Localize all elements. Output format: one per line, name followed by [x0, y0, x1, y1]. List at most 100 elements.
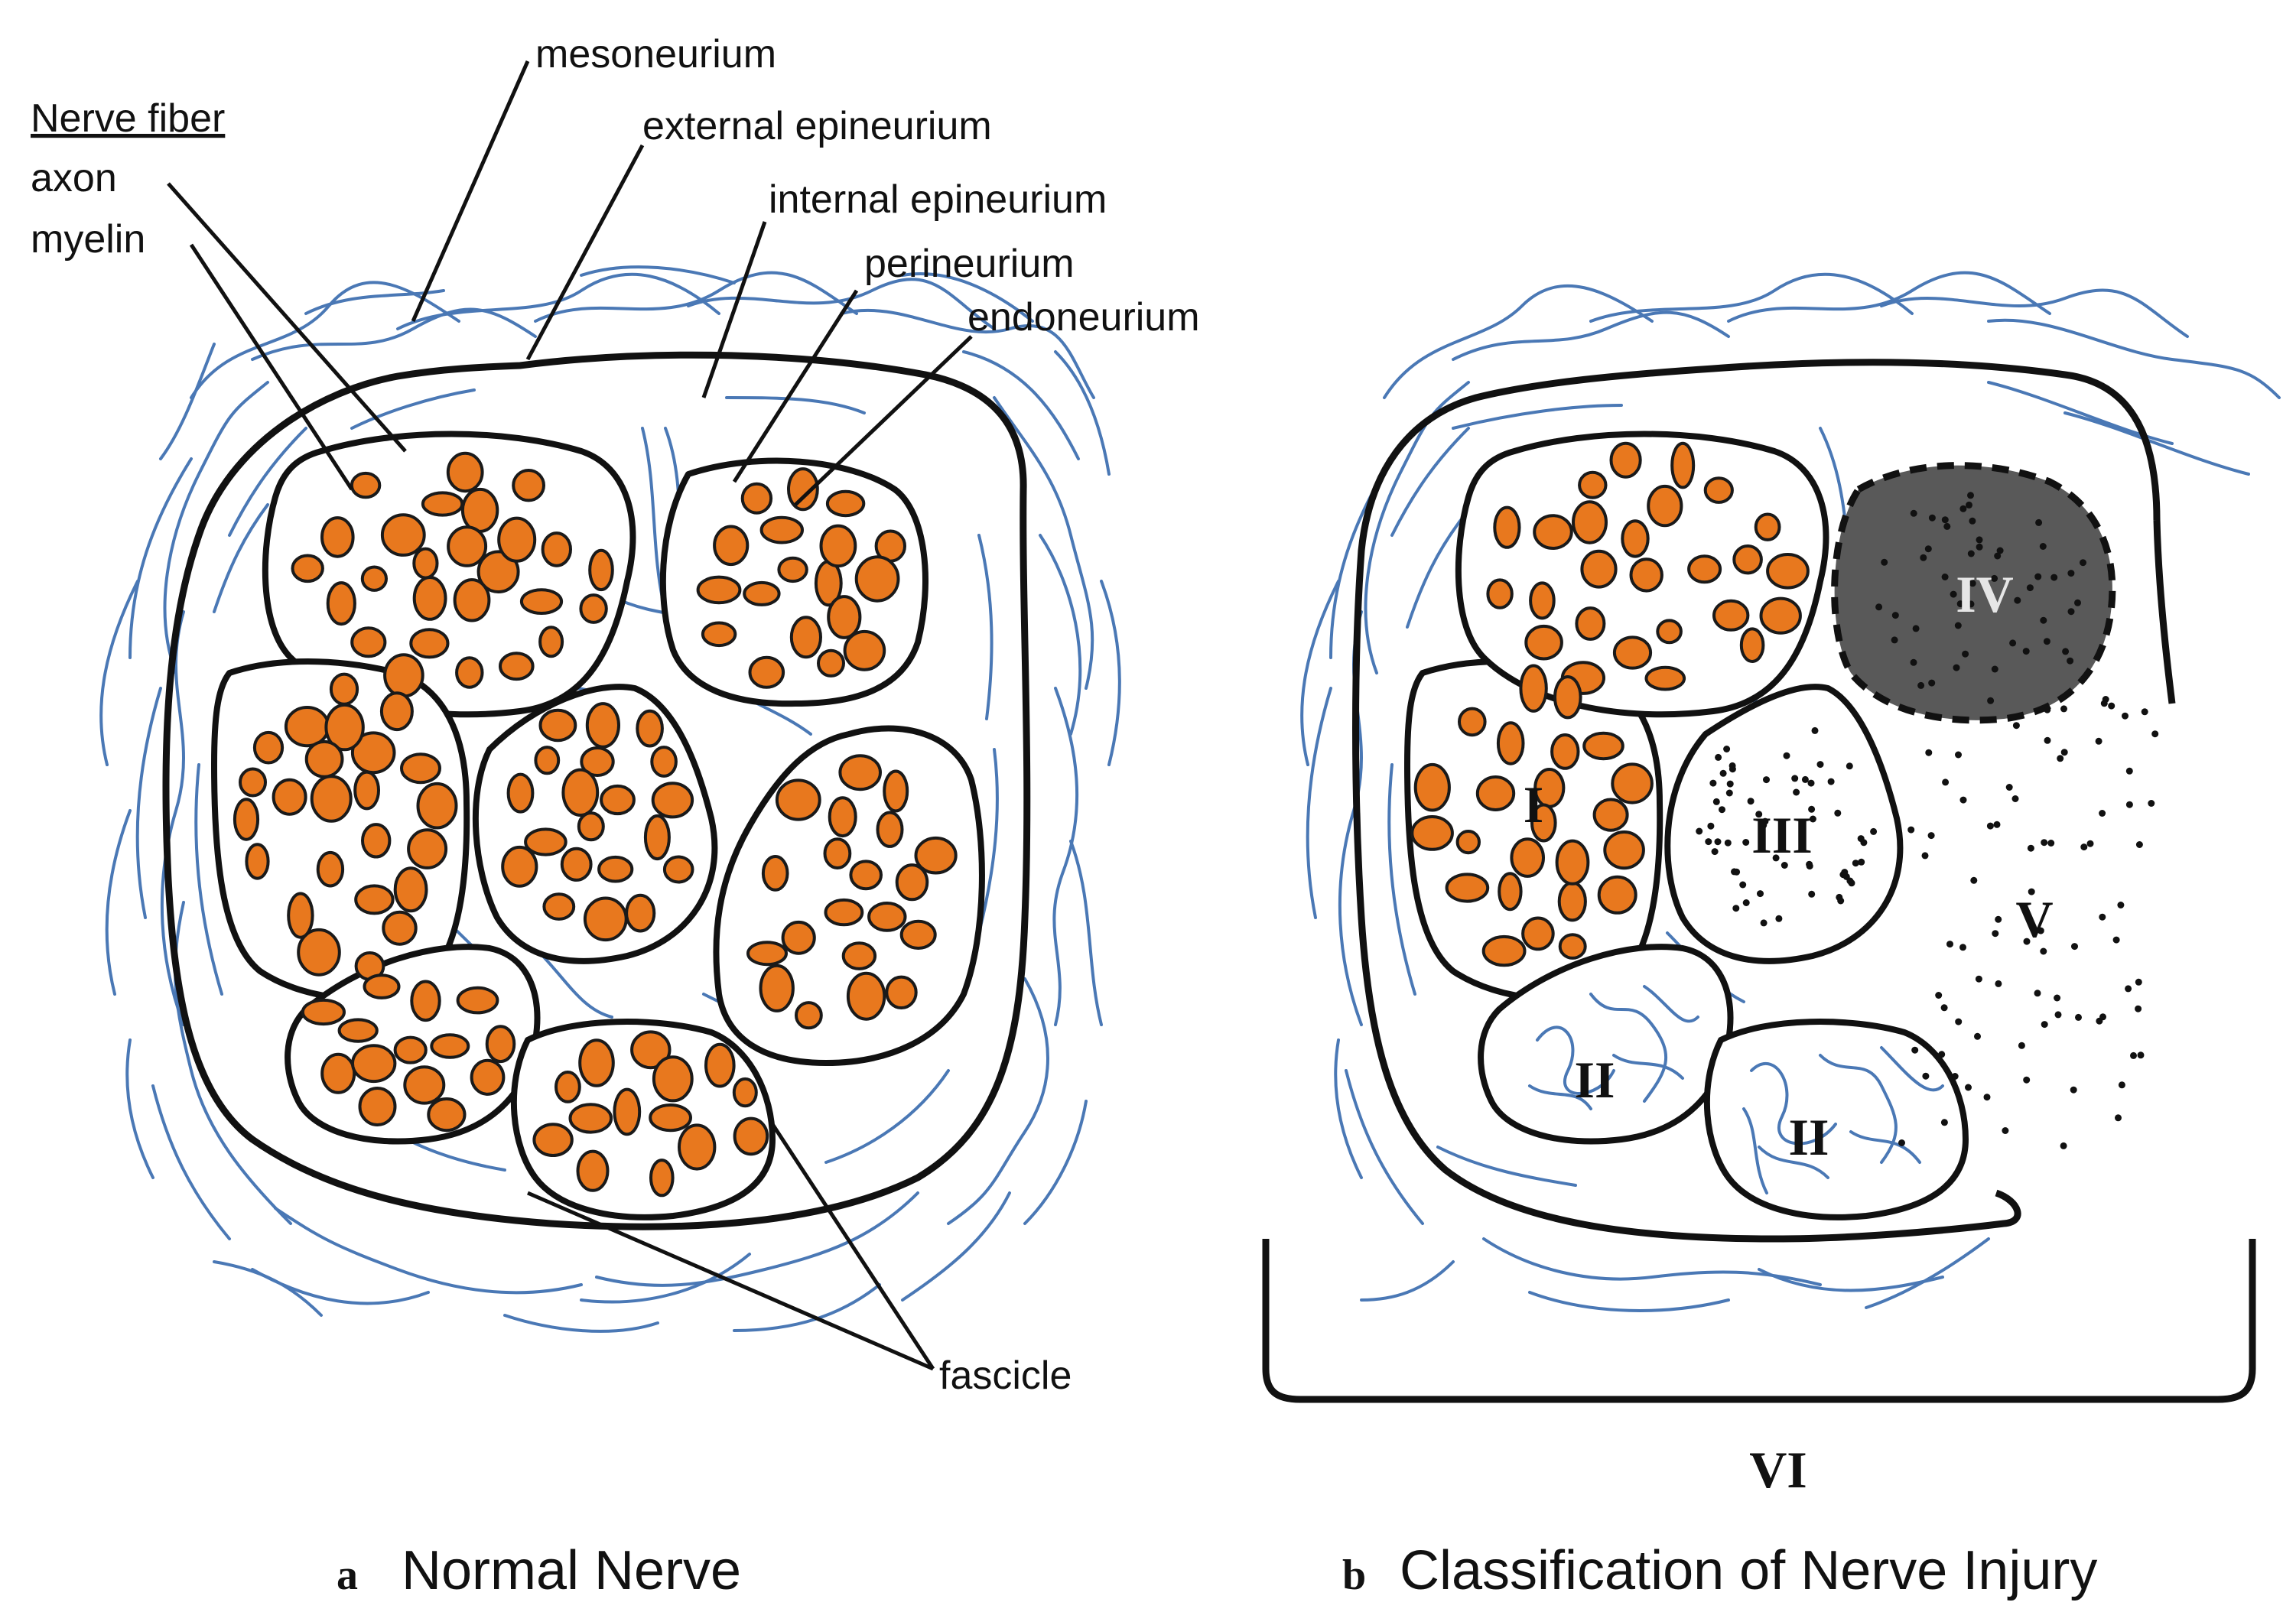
axon-icon [1644, 665, 1686, 691]
axon-icon [446, 451, 484, 493]
axon-icon [354, 884, 395, 915]
axon-icon [350, 471, 382, 499]
debris-dot [1806, 860, 1813, 868]
debris-dot [1994, 552, 2002, 560]
debris-dot [1781, 862, 1788, 869]
debris-dot [1891, 612, 1899, 619]
axon-icon [410, 980, 441, 1022]
axon-icon [538, 626, 564, 658]
axon-icon [787, 467, 819, 512]
axon-icon [393, 1035, 428, 1064]
axon-icon [759, 515, 804, 544]
axon-icon [1647, 484, 1683, 528]
axon-icon [1519, 664, 1548, 713]
debris-dot [1946, 941, 1953, 948]
axon-icon [284, 706, 330, 748]
axon-icon [630, 1030, 672, 1070]
axon-icon [456, 986, 499, 1015]
axon-icon [1580, 549, 1618, 589]
axon-icon [320, 1052, 356, 1094]
axon-icon [1582, 731, 1624, 761]
label-internal-epineurium: internal epineurium [769, 177, 1107, 222]
debris-dot [2075, 1013, 2082, 1021]
debris-dot [1995, 980, 2002, 987]
axons-panel-b [1410, 441, 1810, 967]
debris-dot [1807, 779, 1815, 787]
axon-icon [532, 1123, 574, 1157]
axon-icon [613, 1087, 642, 1136]
axons-panel-a [233, 451, 958, 1198]
axon-icon [1557, 881, 1587, 922]
axon-icon [649, 1103, 692, 1133]
axon-icon [310, 775, 353, 823]
debris-dot [1811, 726, 1819, 734]
axon-icon [849, 860, 883, 891]
debris-dot [2118, 1081, 2125, 1089]
axon-icon [1670, 441, 1696, 489]
debris-dot [1924, 545, 1932, 553]
debris-dot [1912, 625, 1920, 632]
debris-dot [1852, 860, 1859, 867]
axon-icon [1703, 476, 1734, 504]
debris-dot [1927, 832, 1935, 840]
debris-dot [2099, 810, 2106, 817]
debris-dot [1719, 806, 1725, 814]
grade-1-label: I [1524, 775, 1543, 834]
axon-icon [460, 487, 499, 533]
axon-icon [843, 629, 886, 671]
axon-icon [867, 902, 907, 932]
debris-dot [2047, 840, 2055, 847]
axon-icon [1597, 875, 1637, 915]
axon-icon [1578, 470, 1608, 499]
debris-dot [2100, 700, 2108, 707]
axon-icon [542, 892, 576, 921]
axon-icon [1530, 803, 1557, 843]
axon-icon [1533, 514, 1573, 550]
debris-dot [2028, 888, 2035, 895]
axon-icon [1475, 775, 1516, 811]
debris-dot [2135, 1005, 2142, 1012]
axon-icon [781, 920, 816, 955]
axon-icon [585, 702, 621, 749]
axon-icon [883, 769, 909, 813]
leader-axon [167, 182, 407, 453]
axon-icon [817, 648, 845, 678]
debris-dot [1793, 788, 1800, 796]
debris-dot [1760, 919, 1768, 927]
axon-icon [538, 708, 577, 743]
leader-endoneurium [794, 335, 973, 506]
debris-dot [1935, 992, 1943, 999]
debris-dot [1922, 1072, 1930, 1080]
grade-6-bracket [1262, 1239, 2256, 1403]
debris-dot [1928, 679, 1936, 687]
debris-dot [1760, 821, 1768, 829]
debris-dot [1941, 574, 1949, 580]
debris-dot [1956, 600, 1964, 608]
axon-icon [825, 489, 866, 518]
caption-classification: Classification of Nerve Injury [1400, 1540, 2097, 1601]
axon-icon [350, 731, 396, 775]
debris-dot [2050, 574, 2058, 581]
debris-dot [1995, 915, 2002, 923]
debris-dot [2067, 570, 2075, 577]
debris-dot [1719, 769, 1727, 777]
axon-icon [1558, 933, 1587, 960]
debris-dot [2141, 708, 2148, 716]
debris-dot [2054, 994, 2061, 1002]
debris-dot [2027, 844, 2034, 852]
debris-dot [2041, 1021, 2048, 1029]
debris-dot [1742, 839, 1750, 846]
debris-dot [1941, 516, 1949, 524]
debris-dot [1714, 838, 1722, 846]
debris-dot [2067, 657, 2074, 665]
debris-dot [1696, 827, 1703, 835]
debris-dot [1975, 975, 1982, 983]
degenerated-axon-scribbles-left [1528, 985, 1699, 1110]
axon-icon [823, 837, 852, 869]
external-epineurium-outline [162, 351, 1031, 1230]
grade-6-label: VI [1749, 1441, 1807, 1499]
debris-dot [2135, 978, 2142, 986]
axon-icon [326, 581, 356, 626]
fascicle-grade-2-left [1478, 944, 1734, 1145]
debris-dot [2043, 638, 2050, 645]
